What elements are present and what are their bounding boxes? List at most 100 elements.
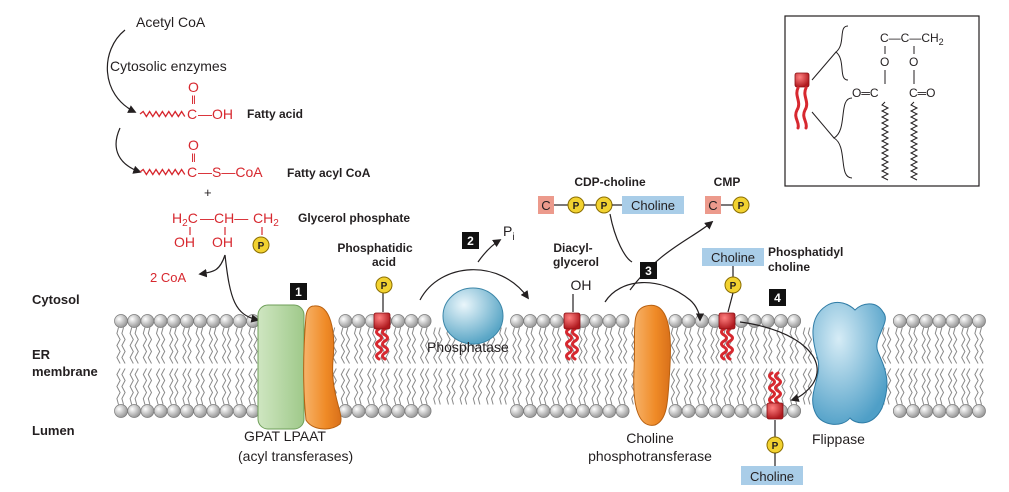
lipid-tail — [675, 368, 681, 405]
svg-text:3: 3 — [645, 264, 652, 278]
lipid-tail — [169, 368, 174, 405]
lipid-tail — [380, 368, 385, 405]
lipid-head — [510, 314, 524, 328]
lipid-tail — [781, 368, 786, 405]
lipid-tail — [411, 368, 417, 405]
highlighted-lipid — [718, 312, 736, 361]
lipid-head — [602, 314, 617, 328]
lipid-tail — [226, 327, 232, 364]
glycerol-phosphate-p: P — [258, 241, 265, 252]
lipid-tail — [525, 327, 530, 364]
lipid-tail — [754, 368, 760, 405]
lipid-tail — [908, 327, 913, 364]
lipid-head — [391, 314, 406, 328]
lipid-tail — [446, 327, 451, 364]
lipid-tail — [754, 327, 760, 364]
svg-text:1: 1 — [295, 285, 302, 299]
lipid-tail — [504, 327, 509, 364]
lipid-tail — [235, 327, 240, 364]
choline-phosphotransferase-enzyme — [633, 304, 671, 426]
lipid-tail — [398, 368, 403, 405]
lipid-tail — [934, 327, 940, 364]
lipid-tail — [741, 368, 747, 405]
lipid-tail — [451, 368, 456, 405]
two-coa-label: 2 CoA — [150, 270, 186, 285]
lipid-tail — [221, 327, 227, 364]
lipid-head — [562, 404, 577, 418]
lipid-head — [232, 404, 247, 418]
step-2-badge: 2 — [462, 232, 479, 249]
lipid-head — [536, 404, 551, 418]
lipid-tail — [438, 368, 443, 405]
svg-text:O═C: O═C — [852, 86, 879, 100]
er-label: ER — [32, 347, 51, 362]
inset-backbone: C—C—CH2 — [880, 31, 944, 47]
svg-text:Choline: Choline — [750, 469, 794, 484]
lipid-tail — [221, 368, 227, 405]
lipid-tail — [134, 327, 139, 364]
lipid-tail — [517, 327, 522, 364]
lipid-head — [576, 404, 590, 418]
arrow-from-cdp-choline — [609, 213, 633, 263]
lipid-head — [206, 404, 221, 418]
lipid-tail — [182, 327, 187, 364]
lipid-tail — [248, 327, 253, 364]
lipid-head — [681, 404, 696, 418]
arrow-to-cmp — [629, 220, 714, 291]
lipid-head — [919, 404, 934, 418]
cytosol-label: Cytosol — [32, 292, 80, 307]
lipid-tail — [881, 327, 887, 364]
lipid-tail — [921, 327, 926, 364]
lipid-tail — [583, 368, 588, 405]
lipid-tail — [459, 368, 464, 405]
lipid-tail — [380, 327, 385, 364]
lipid-head — [140, 314, 155, 328]
lipid-tail — [543, 327, 549, 364]
lipid-tail — [617, 368, 623, 405]
lipid-head — [166, 404, 181, 418]
lipid-tail — [477, 368, 483, 405]
lipid-head — [589, 314, 604, 328]
lipid-head — [932, 404, 947, 418]
gpat-lpaat-label: GPAT LPAAT — [244, 428, 326, 444]
lipid-head — [681, 314, 696, 328]
lipid-tail — [385, 368, 390, 405]
diacylglycerol-oh: OH — [571, 277, 592, 293]
lipid-tail — [789, 368, 794, 405]
lipid-tail — [609, 368, 615, 405]
lipid-head — [404, 314, 419, 328]
lipid-tail — [499, 327, 504, 364]
lipid-head — [972, 404, 986, 418]
cdp-choline-label: CDP-choline — [574, 175, 646, 189]
lipid-tail — [683, 327, 689, 364]
lipid-tail — [208, 327, 214, 364]
lipid-head — [127, 404, 142, 418]
phosphatidylcholine-label-2: choline — [768, 260, 810, 274]
lipid-tail — [182, 368, 187, 405]
svg-text:P: P — [381, 281, 388, 292]
lipid-tail — [591, 368, 596, 405]
svg-text:Choline: Choline — [631, 198, 675, 213]
lipid-tail — [116, 327, 121, 364]
step-3-badge: 3 — [640, 262, 657, 279]
lipid-tail — [688, 327, 694, 364]
lipid-tail — [952, 327, 958, 364]
lipid-tail — [372, 368, 377, 405]
acyl-coa-s-coa: —S—CoA — [198, 164, 263, 180]
lipid-tail — [939, 327, 945, 364]
arrow-2-coa — [198, 254, 226, 278]
lipid-tail — [208, 368, 214, 405]
lipid-head — [892, 404, 907, 418]
lipid-tail — [591, 327, 596, 364]
arrow-fatty-acid-to-acyl-coa — [115, 127, 142, 174]
lipid-tail — [913, 327, 918, 364]
arrow-pi — [477, 239, 502, 263]
lipid-head — [906, 404, 920, 418]
lipid-tail — [121, 368, 126, 405]
lipid-tail — [446, 368, 451, 405]
lipid-head — [193, 404, 208, 418]
choline-phosphotransferase-label-2: phosphotransferase — [588, 448, 712, 464]
glycerol-phosphate-circle — [252, 236, 270, 254]
lipid-head — [906, 314, 920, 328]
